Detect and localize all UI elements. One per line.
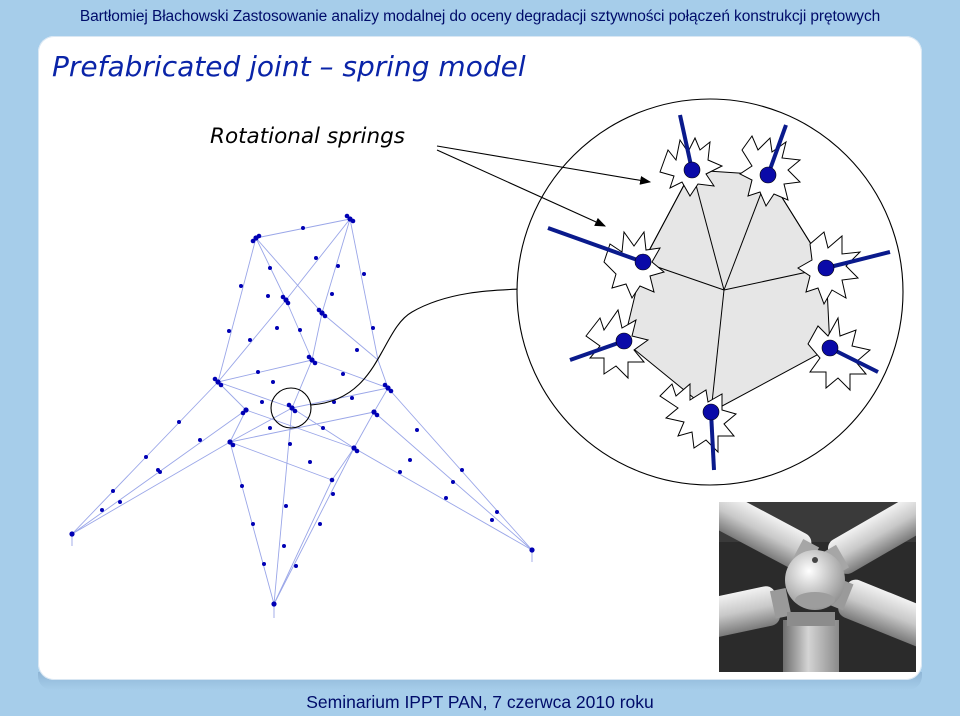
truss-structure [71,218,533,618]
zoom-connector-line [310,288,524,406]
truss-nodes [69,213,535,607]
header-bar: Bartłomiej Błachowski Zastosowanie anali… [79,8,881,25]
callout-arrows [436,145,652,227]
slide-title: Prefabricated joint – spring model [52,50,526,83]
callout-label: Rotational springs [210,124,406,149]
joint-highlight-circle [270,387,312,429]
footer-bar: Seminarium IPPT PAN, 7 czerwca 2010 roku [306,692,654,712]
joint-nodes [615,161,839,421]
joint-beams [547,114,891,471]
rotational-springs [585,134,872,454]
joint-photo [719,502,916,672]
